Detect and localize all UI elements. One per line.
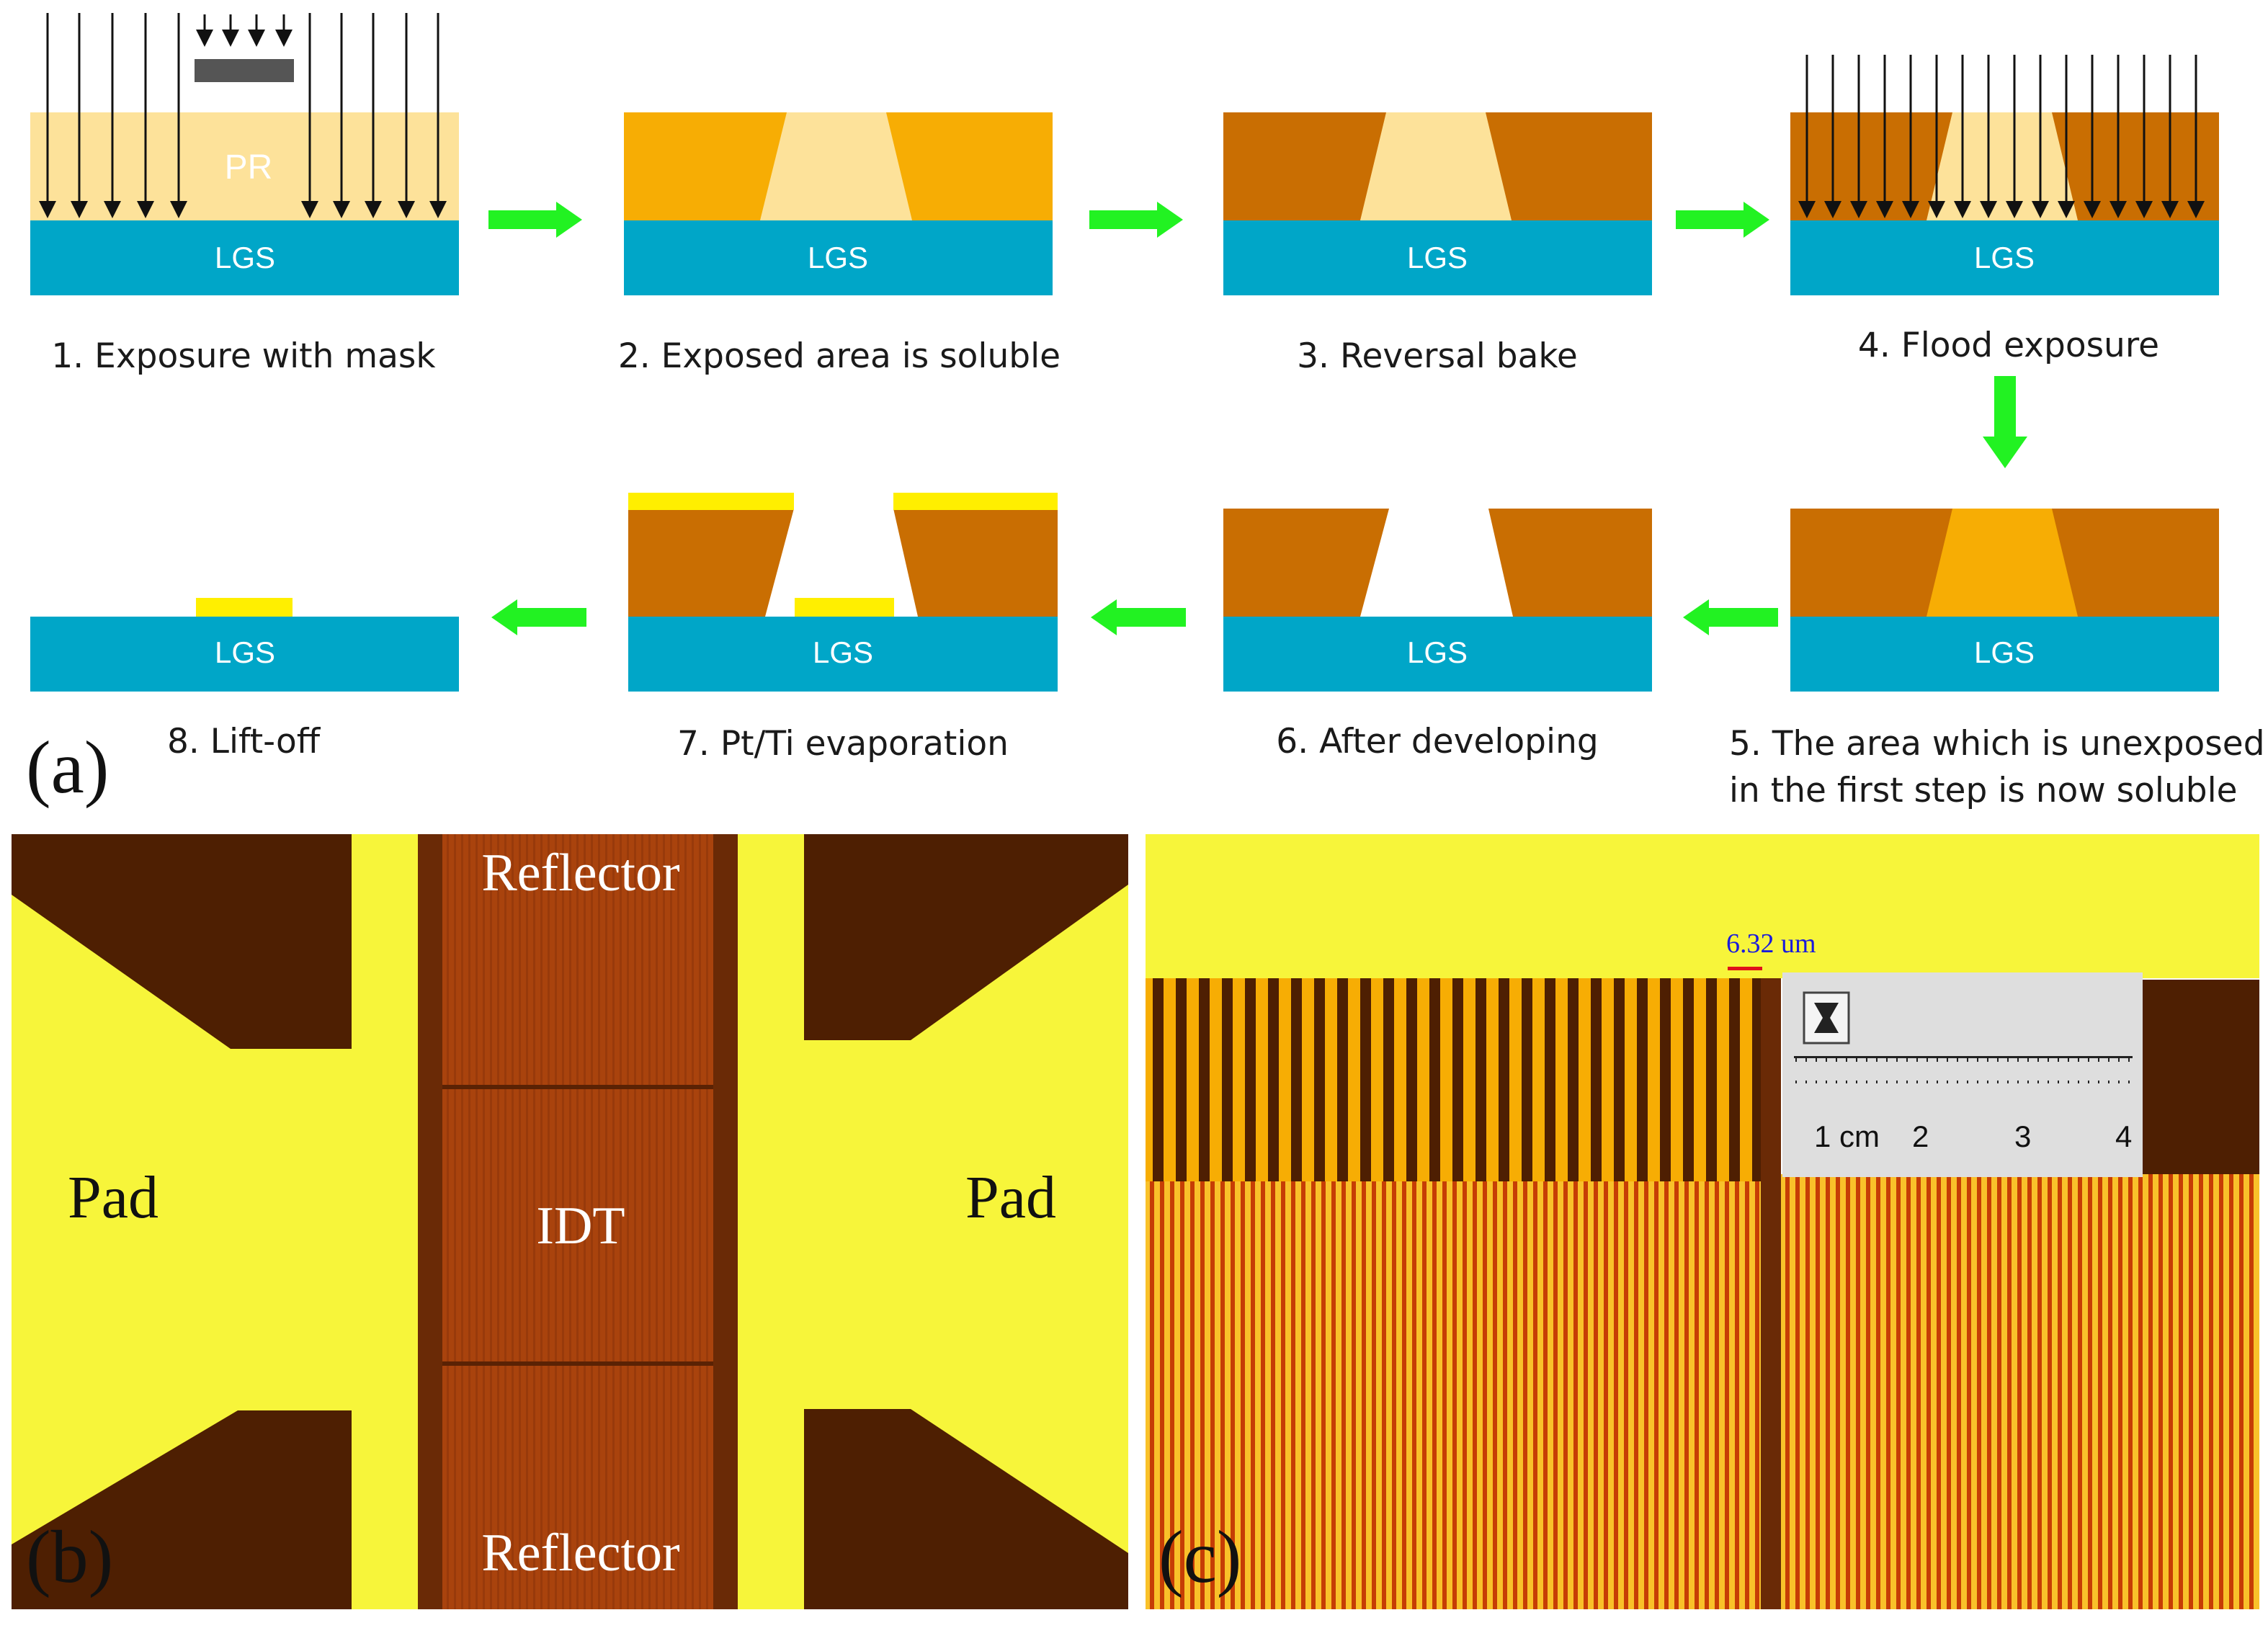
uv-exposure-arrows xyxy=(39,13,447,218)
substrate-top-right xyxy=(804,834,1128,1040)
panel-label-a: (a) xyxy=(26,726,109,809)
substrate-bottom-left xyxy=(12,1410,352,1609)
step-2: LGS 2. Exposed area is soluble xyxy=(618,112,1061,376)
process-arrows xyxy=(488,202,2027,635)
substrate-label: LGS xyxy=(1974,635,2035,669)
arrow-right-icon xyxy=(488,202,582,238)
reflector-bottom xyxy=(442,1366,713,1609)
process-diagram: PR LGS 1. Exposure with mask xyxy=(26,13,2265,810)
exposed-region xyxy=(1360,112,1512,220)
bus-bar xyxy=(1146,834,2259,978)
pad-label-left: Pad xyxy=(68,1164,159,1231)
exposed-region xyxy=(760,112,912,220)
step-1: PR LGS 1. Exposure with mask xyxy=(30,13,459,376)
panel-label-b: (b) xyxy=(26,1516,113,1598)
step-3: LGS 3. Reversal bake xyxy=(1223,112,1652,376)
substrate-label: LGS xyxy=(215,241,275,274)
arrow-left-icon xyxy=(1091,599,1186,635)
resist-right xyxy=(1488,509,1652,617)
idt-fingers-left xyxy=(1146,1181,1761,1609)
substrate xyxy=(1790,220,2219,295)
pad-label-right: Pad xyxy=(965,1164,1056,1231)
ruler-inset: 1 cm 2 3 4 xyxy=(1782,972,2143,1177)
substrate xyxy=(30,220,459,295)
step-caption: 1. Exposure with mask xyxy=(51,336,436,376)
resist-left xyxy=(1223,509,1389,617)
step-caption: 6. After developing xyxy=(1276,722,1598,761)
saw-channel-edge-right xyxy=(713,834,738,1609)
finger-gap xyxy=(1761,978,1781,1609)
substrate xyxy=(624,220,1053,295)
metal-on-resist-left xyxy=(628,493,794,510)
arrow-right-icon xyxy=(1676,202,1769,238)
arrow-right-icon xyxy=(1089,202,1183,238)
micrograph-c: 6.32 um 1 cm 2 3 4 (c) xyxy=(1146,834,2259,1609)
substrate-label: LGS xyxy=(1407,635,1468,669)
gap-line xyxy=(442,1361,713,1366)
substrate-label: LGS xyxy=(1407,241,1468,274)
step-8: LGS 8. Lift-off xyxy=(30,598,459,761)
step-4: LGS 4. Flood exposure xyxy=(1790,55,2219,365)
step-caption-line2: in the first step is now soluble xyxy=(1729,771,2238,810)
ruler-label: 1 cm xyxy=(1814,1119,1880,1153)
substrate xyxy=(628,617,1058,692)
scale-bar xyxy=(1728,967,1762,970)
substrate-label: LGS xyxy=(808,241,868,274)
reflector-label-bottom: Reflector xyxy=(481,1524,679,1583)
arrow-left-icon xyxy=(1683,599,1778,635)
substrate-bottom-right xyxy=(804,1409,1128,1609)
step-caption: 4. Flood exposure xyxy=(1858,326,2159,365)
step-5: LGS 5. The area which is unexposed in th… xyxy=(1729,509,2265,810)
idt xyxy=(442,1089,713,1363)
ruler-baseline xyxy=(1794,1056,2133,1058)
metal-on-substrate xyxy=(795,598,894,617)
arrow-down-icon xyxy=(1983,376,2027,468)
reflector-label-top: Reflector xyxy=(481,844,679,903)
metal-electrode xyxy=(196,598,293,617)
step-6: LGS 6. After developing xyxy=(1223,509,1652,761)
ruler-ticks xyxy=(1794,1057,2133,1083)
metal-on-resist-right xyxy=(893,493,1058,510)
substrate-label: LGS xyxy=(215,635,275,669)
idt-fingers-right xyxy=(1781,1174,2259,1609)
step-caption: 8. Lift-off xyxy=(167,722,321,761)
substrate xyxy=(30,617,459,692)
step-caption: 7. Pt/Ti evaporation xyxy=(677,724,1009,764)
substrate-label: LGS xyxy=(813,635,873,669)
idt-label: IDT xyxy=(536,1197,625,1256)
substrate-label: LGS xyxy=(1974,241,2035,274)
reflector-fingers xyxy=(1146,978,1761,1181)
substrate xyxy=(1790,617,2219,692)
substrate-top-left xyxy=(12,834,352,1049)
photomask xyxy=(195,59,294,82)
reflector-top xyxy=(442,834,713,1086)
substrate xyxy=(1223,220,1652,295)
flood-exposure-arrows xyxy=(1798,55,2205,218)
substrate xyxy=(1223,617,1652,692)
ruler-label: 4 xyxy=(2115,1119,2132,1153)
pr-label: PR xyxy=(225,148,273,187)
step-7: LGS 7. Pt/Ti evaporation xyxy=(628,493,1058,764)
arrow-left-icon xyxy=(491,599,586,635)
saw-channel-edge-left xyxy=(418,834,442,1609)
step-caption: 3. Reversal bake xyxy=(1297,336,1578,376)
bowtie-icon xyxy=(1814,1003,1839,1033)
photoresist-layer xyxy=(30,112,459,220)
step-caption: 5. The area which is unexposed xyxy=(1729,724,2265,764)
ruler-label: 3 xyxy=(2014,1119,2031,1153)
resist-right xyxy=(893,509,1058,617)
panel-label-c: (c) xyxy=(1158,1516,1241,1598)
gap-line xyxy=(442,1085,713,1089)
scale-label: 6.32 um xyxy=(1726,929,1816,959)
substrate-area xyxy=(2140,980,2259,1174)
exposed-region xyxy=(1927,112,2078,220)
soluble-region xyxy=(1927,509,2078,617)
micrograph-b: Pad Pad Reflector IDT Reflector (b) xyxy=(12,834,1128,1609)
resist-left xyxy=(628,509,794,617)
ruler-label: 2 xyxy=(1912,1119,1929,1153)
step-caption: 2. Exposed area is soluble xyxy=(618,336,1061,376)
